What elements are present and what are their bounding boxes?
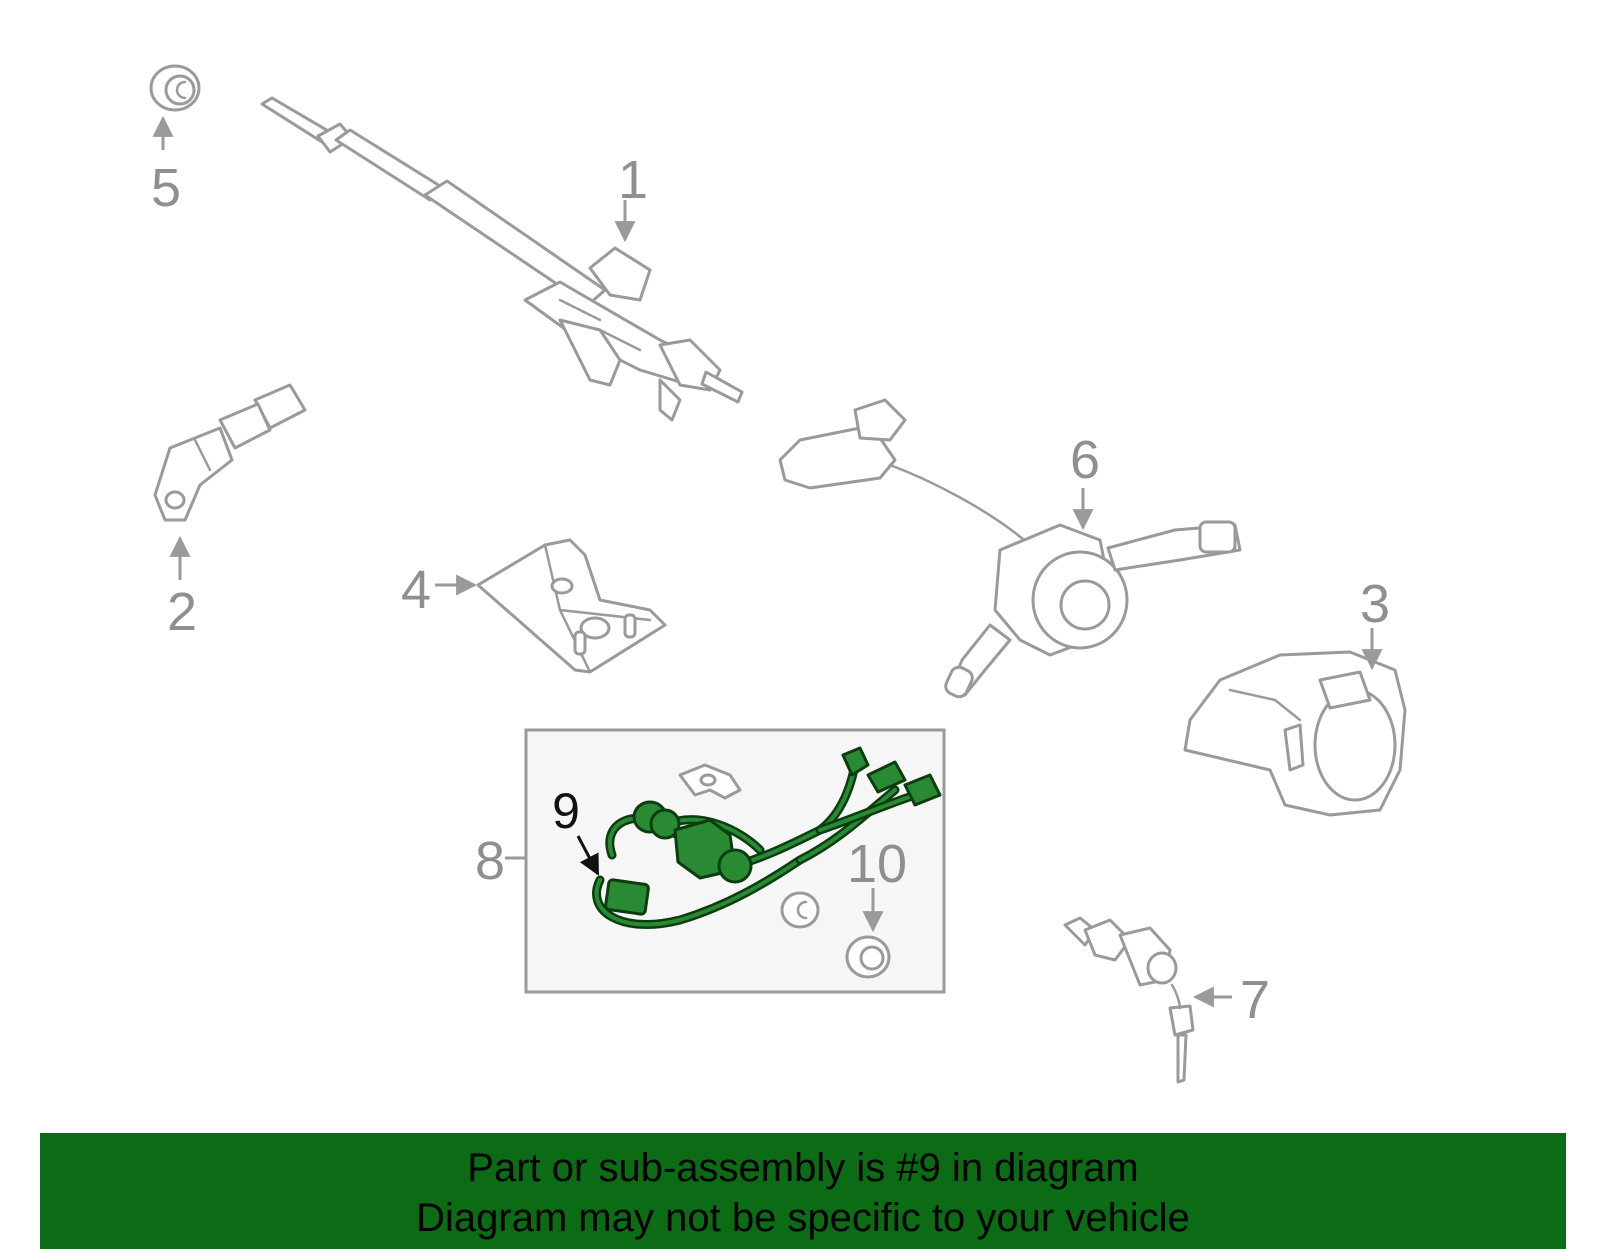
part-10-bushing[interactable] — [845, 935, 891, 979]
part-7-lock-cylinder[interactable] — [1063, 916, 1195, 1084]
part-1-steering-column[interactable] — [260, 96, 744, 422]
callout-3: 3 — [1360, 574, 1390, 634]
part-grommet[interactable] — [780, 891, 820, 929]
part-clip[interactable] — [678, 763, 742, 800]
part-3-column-cover[interactable] — [1183, 650, 1407, 817]
callout-8: 8 — [475, 831, 505, 891]
banner-line-1: Part or sub-assembly is #9 in diagram — [467, 1146, 1139, 1190]
info-banner: Part or sub-assembly is #9 in diagram Di… — [40, 1133, 1566, 1249]
callout-7: 7 — [1240, 970, 1270, 1030]
leader-9 — [576, 835, 600, 876]
callout-9: 9 — [552, 783, 580, 839]
callout-6: 6 — [1070, 430, 1100, 490]
part-9-wire-harness[interactable] — [592, 746, 942, 929]
callout-10: 10 — [847, 834, 907, 894]
part-5-bushing[interactable] — [149, 64, 201, 112]
callout-1: 1 — [618, 150, 648, 210]
part-2-intermediate-shaft[interactable] — [153, 383, 307, 522]
callout-5: 5 — [151, 158, 181, 218]
banner-line-2: Diagram may not be specific to your vehi… — [416, 1196, 1190, 1240]
callout-4: 4 — [401, 560, 431, 620]
part-4-bracket[interactable] — [476, 538, 667, 674]
callout-2: 2 — [167, 582, 197, 642]
part-6-combination-switch[interactable] — [778, 398, 1242, 699]
